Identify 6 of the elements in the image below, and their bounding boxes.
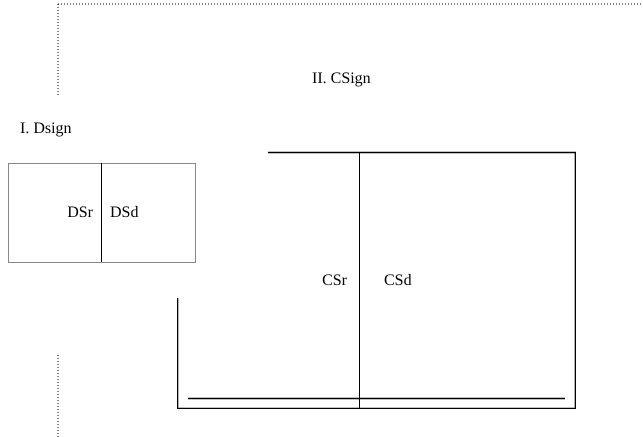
cell-label: DSd (110, 204, 138, 222)
section-heading: II. CSign (312, 70, 371, 88)
cell-label: DSr (67, 204, 93, 222)
section-heading: I. Dsign (20, 120, 72, 138)
cell-label: CSd (384, 272, 412, 290)
cell-label: CSr (322, 272, 347, 290)
